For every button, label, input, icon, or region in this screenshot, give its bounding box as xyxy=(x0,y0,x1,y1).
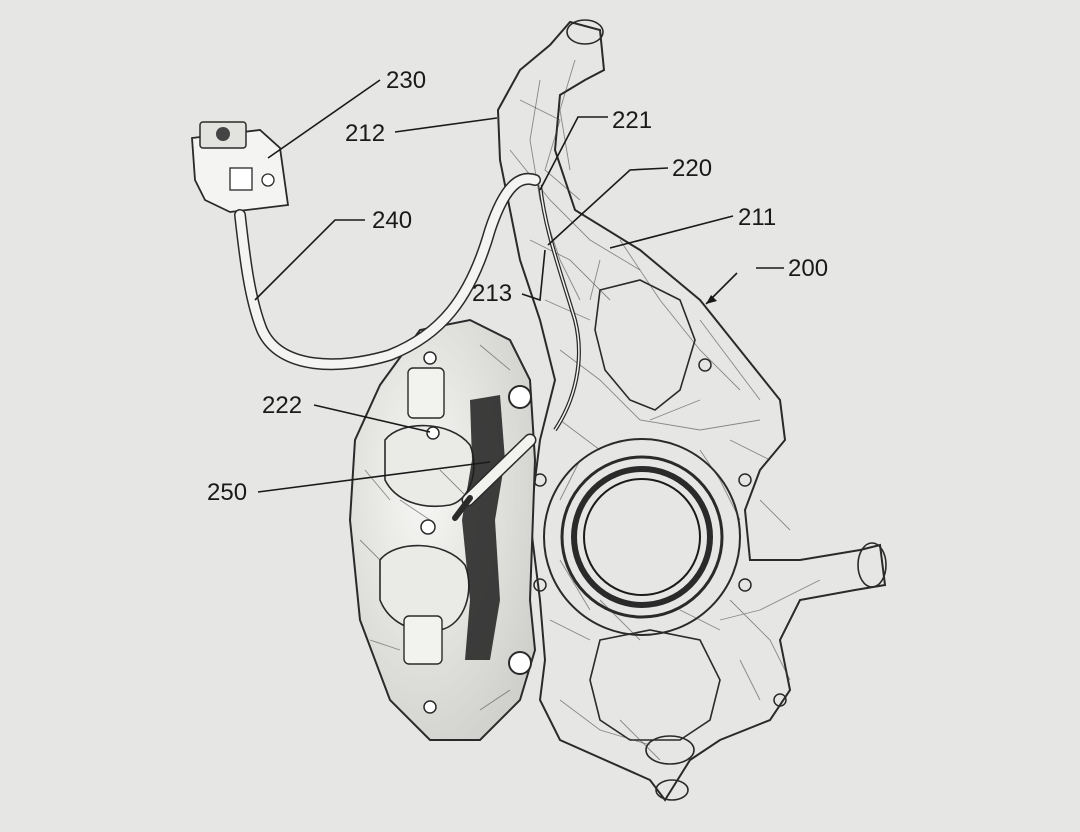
label-211: 211 xyxy=(738,204,776,231)
label-212: 212 xyxy=(345,120,385,147)
connector-housing xyxy=(191,121,290,213)
label-240: 240 xyxy=(372,207,412,234)
brake-caliper xyxy=(348,318,537,741)
label-222: 222 xyxy=(262,392,302,419)
external-cable xyxy=(234,172,541,371)
internal-cable xyxy=(538,184,581,432)
label-230: 230 xyxy=(386,67,426,94)
leader-lines xyxy=(254,79,784,493)
wheel-speed-sensor xyxy=(452,433,537,521)
label-220: 220 xyxy=(672,155,712,182)
reference-numerals: 230 212 221 220 211 240 200 213 222 250 xyxy=(207,67,828,506)
label-221: 221 xyxy=(612,107,652,134)
label-200: 200 xyxy=(788,255,828,282)
steering-knuckle xyxy=(496,19,887,802)
label-250: 250 xyxy=(207,479,247,506)
label-213: 213 xyxy=(472,280,512,307)
